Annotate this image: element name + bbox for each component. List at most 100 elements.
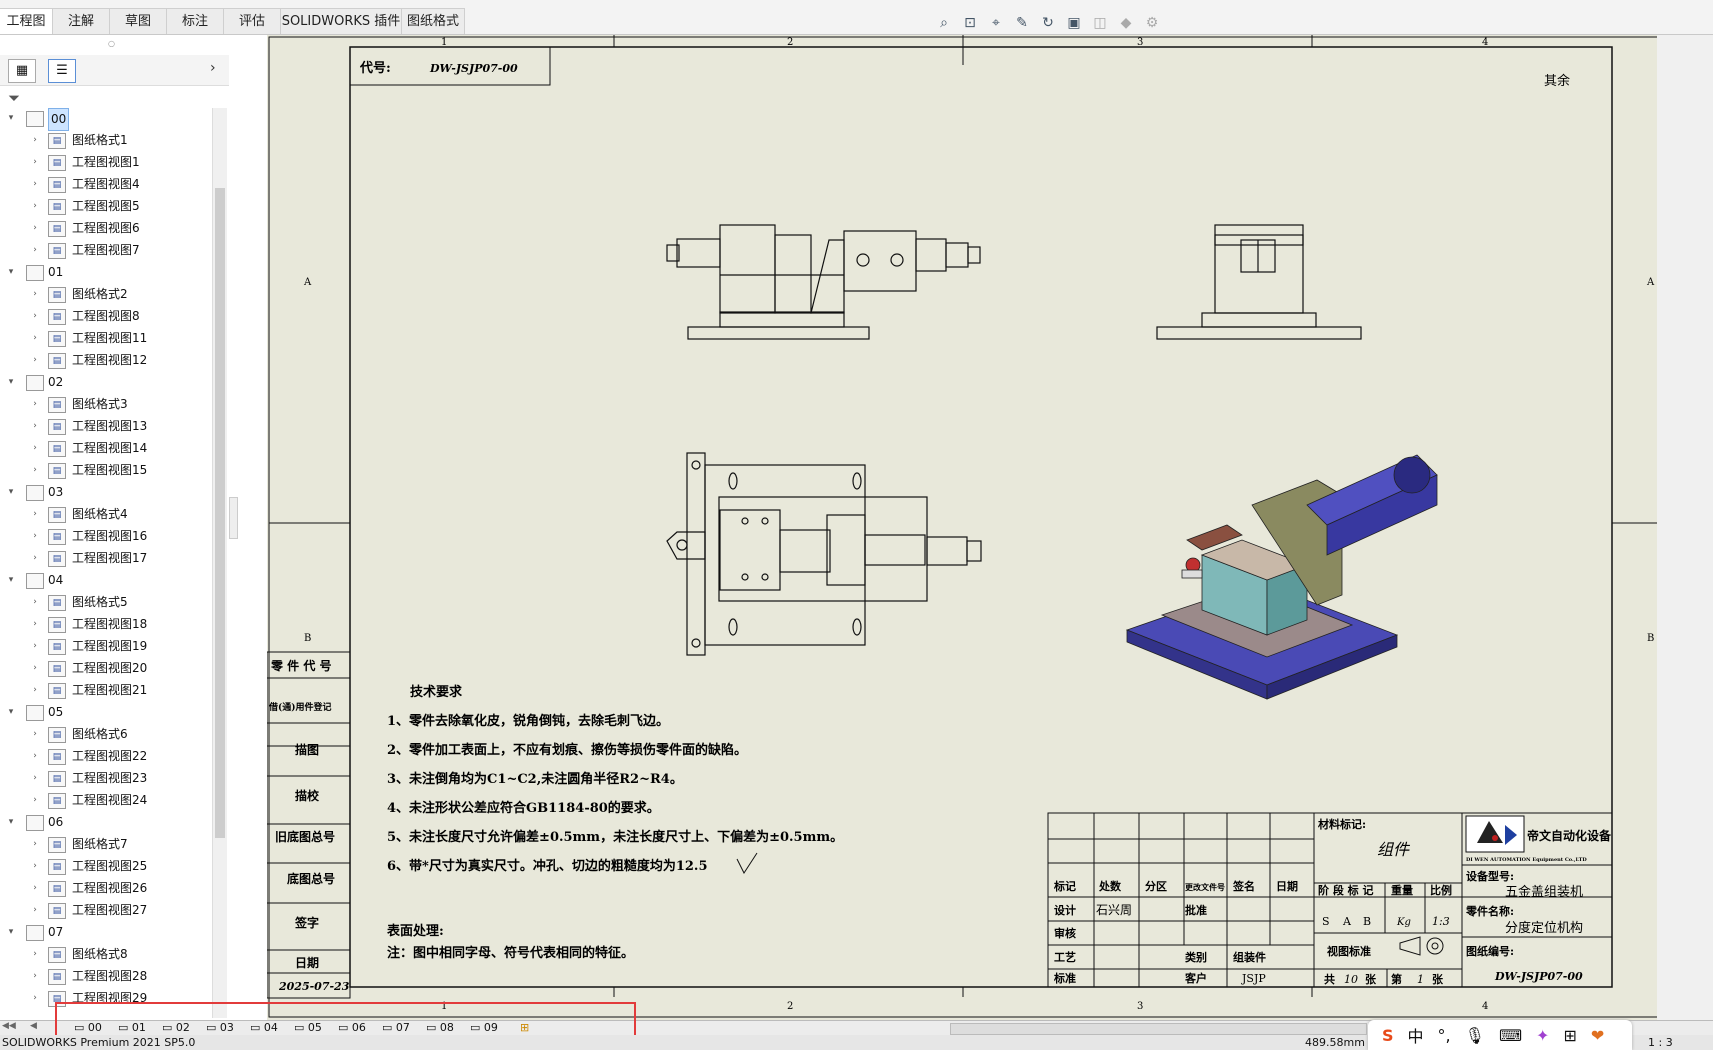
property-tab-icon[interactable]: ☰	[48, 59, 76, 83]
sketch-icon[interactable]: ✎	[1016, 15, 1028, 31]
chevron-right-icon[interactable]: ›	[33, 443, 37, 453]
tree-node-label: 工程图视图15	[72, 463, 148, 477]
sheet-tab-02[interactable]: ▭ 02	[162, 1021, 190, 1034]
chevron-down-icon[interactable]: ▾	[8, 927, 14, 937]
tb-equip-label: 设备型号:	[1466, 869, 1514, 883]
sheet-tab-01[interactable]: ▭ 01	[118, 1021, 146, 1034]
sheet-nav-first-icon[interactable]: ◀◀	[2, 1021, 16, 1031]
tab-evaluate[interactable]: 评估	[224, 8, 281, 34]
panel-splitter[interactable]	[229, 35, 267, 1020]
zoom-area-icon[interactable]: ⊡	[964, 15, 976, 31]
skin-icon[interactable]: ❤	[1590, 1025, 1605, 1045]
tab-sheet-format[interactable]: 图纸格式	[402, 8, 465, 34]
sheet-nav-prev-icon[interactable]: ◀	[30, 1021, 37, 1031]
chevron-right-icon[interactable]: ›	[33, 179, 37, 189]
chevron-down-icon[interactable]: ▾	[8, 575, 14, 585]
splitter-handle[interactable]	[229, 497, 238, 539]
sheet-tab-05[interactable]: ▭ 05	[294, 1021, 322, 1034]
filter-icon[interactable]: ⏷	[8, 89, 21, 107]
chevron-down-icon[interactable]: ▾	[8, 817, 14, 827]
chevron-right-icon[interactable]: ›	[33, 399, 37, 409]
chevron-right-icon[interactable]: ›	[33, 289, 37, 299]
chevron-down-icon[interactable]: ▾	[8, 487, 14, 497]
zoom-fit-icon[interactable]: ⌕	[940, 15, 948, 31]
chevron-right-icon[interactable]: ›	[33, 949, 37, 959]
mic-icon[interactable]: 🎙	[1464, 1025, 1485, 1045]
chevron-right-icon[interactable]: ›	[33, 355, 37, 365]
punctuation-icon[interactable]: °,	[1437, 1025, 1451, 1045]
sheet-tab-03[interactable]: ▭ 03	[206, 1021, 234, 1034]
chevron-right-icon[interactable]: ›	[33, 135, 37, 145]
sheet-tab-08[interactable]: ▭ 08	[426, 1021, 454, 1034]
chevron-right-icon[interactable]: ›	[33, 795, 37, 805]
chevron-down-icon[interactable]: ▾	[8, 113, 14, 123]
appearance-icon[interactable]: ◆	[1120, 15, 1132, 31]
chevron-right-icon[interactable]: ›	[33, 905, 37, 915]
rebuild-icon[interactable]: ↻	[1042, 15, 1054, 31]
drawing-canvas[interactable]: 1 2 3 4 1 2 3 4 A B A B 代号: DW-JSJP07-00…	[266, 35, 1664, 1020]
chevron-down-icon[interactable]: ▾	[8, 377, 14, 387]
sheet-tab-06[interactable]: ▭ 06	[338, 1021, 366, 1034]
keyboard-icon[interactable]: ⌨	[1498, 1025, 1523, 1045]
tree-node-label: 图纸格式4	[72, 507, 128, 521]
chevron-right-icon[interactable]: ›	[33, 223, 37, 233]
grid-icon[interactable]: ⊞	[1563, 1025, 1577, 1045]
settings-icon[interactable]: ⚙	[1145, 15, 1159, 31]
sheet-tab-04[interactable]: ▭ 04	[250, 1021, 278, 1034]
panel-grip[interactable]: ○	[108, 39, 115, 48]
chevron-right-icon[interactable]: ›	[33, 751, 37, 761]
chevron-right-icon[interactable]: ›	[33, 883, 37, 893]
tab-dimension[interactable]: 标注	[167, 8, 224, 34]
tab-sketch[interactable]: 草图	[110, 8, 167, 34]
company-logo	[1465, 815, 1525, 853]
chevron-right-icon[interactable]: ›	[33, 509, 37, 519]
hide-show-icon[interactable]: ◫	[1093, 15, 1107, 31]
chevron-right-icon[interactable]: ›	[33, 993, 37, 1003]
chevron-right-icon[interactable]: ›	[33, 245, 37, 255]
code-label: 代号:	[359, 60, 391, 76]
chevron-right-icon[interactable]: ›	[33, 201, 37, 211]
feature-tree-tab-icon[interactable]: ▦	[8, 59, 36, 83]
tab-addins[interactable]: SOLIDWORKS 插件	[281, 8, 402, 34]
sheet-tab-00[interactable]: ▭ 00	[74, 1021, 102, 1034]
chevron-right-icon[interactable]: ›	[210, 60, 216, 76]
tab-drawing[interactable]: 工程图	[0, 8, 53, 34]
sheet-tab-09[interactable]: ▭ 09	[470, 1021, 498, 1034]
tb-sheet-unit-2: 张	[1432, 972, 1444, 986]
tb-hdr-date: 日期	[1276, 879, 1298, 893]
chevron-right-icon[interactable]: ›	[33, 157, 37, 167]
chevron-right-icon[interactable]: ›	[33, 861, 37, 871]
chevron-down-icon[interactable]: ▾	[8, 267, 14, 277]
zoom-prev-icon[interactable]: ⌖	[992, 15, 1000, 31]
chevron-down-icon[interactable]: ▾	[8, 707, 14, 717]
drawing-view-icon: ▤	[48, 353, 66, 369]
chevron-right-icon[interactable]: ›	[33, 465, 37, 475]
horizontal-scrollbar[interactable]	[950, 1023, 1367, 1035]
display-icon[interactable]: ▣	[1067, 15, 1081, 31]
code-value: DW-JSJP07-00	[429, 62, 518, 75]
chevron-right-icon[interactable]: ›	[33, 421, 37, 431]
chevron-right-icon[interactable]: ›	[33, 641, 37, 651]
chevron-right-icon[interactable]: ›	[33, 685, 37, 695]
chevron-right-icon[interactable]: ›	[33, 971, 37, 981]
chevron-right-icon[interactable]: ›	[33, 839, 37, 849]
chevron-right-icon[interactable]: ›	[33, 619, 37, 629]
chevron-right-icon[interactable]: ›	[33, 597, 37, 607]
sogou-icon[interactable]: S	[1382, 1025, 1394, 1045]
chevron-right-icon[interactable]: ›	[33, 773, 37, 783]
tab-annotation[interactable]: 注解	[53, 8, 110, 34]
scroll-thumb[interactable]	[215, 188, 225, 838]
chevron-right-icon[interactable]: ›	[33, 531, 37, 541]
ime-mode-chinese[interactable]: 中	[1407, 1027, 1424, 1046]
chevron-right-icon[interactable]: ›	[33, 311, 37, 321]
add-sheet-icon[interactable]: ⊞	[520, 1021, 530, 1034]
apps-icon[interactable]: ✦	[1536, 1025, 1550, 1045]
tree-scrollbar[interactable]	[212, 108, 227, 1018]
chevron-right-icon[interactable]: ›	[33, 333, 37, 343]
chevron-right-icon[interactable]: ›	[33, 553, 37, 563]
sheet-tab-07[interactable]: ▭ 07	[382, 1021, 410, 1034]
chevron-right-icon[interactable]: ›	[33, 663, 37, 673]
chevron-right-icon[interactable]: ›	[33, 729, 37, 739]
drawing-view-icon: ▤	[48, 881, 66, 897]
drawing-view-icon: ▤	[48, 463, 66, 479]
